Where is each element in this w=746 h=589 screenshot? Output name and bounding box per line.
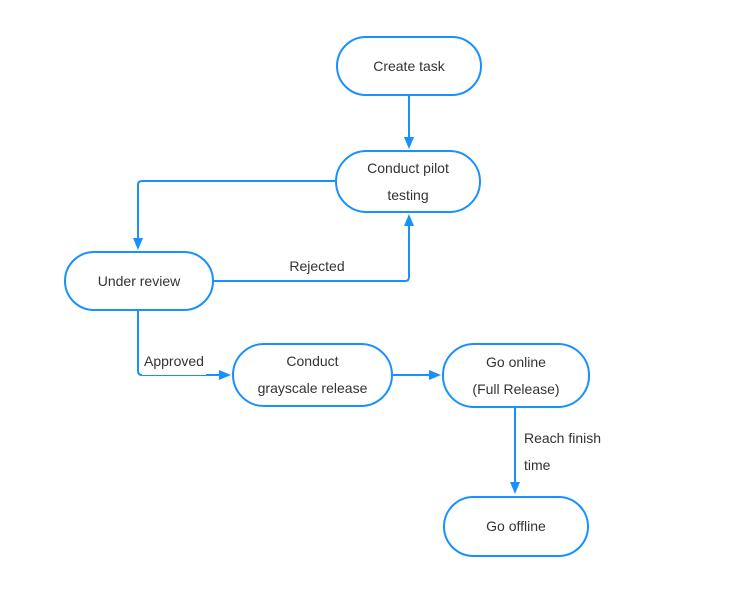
- edge-label-reach-finish-time: Reach finish time: [522, 425, 604, 479]
- edge-label-approved: Approved: [142, 348, 206, 375]
- node-go-online-full-release: Go online (Full Release): [442, 343, 590, 408]
- edge-pilot-to-under-review: [133, 180, 335, 250]
- node-conduct-pilot-testing: Conduct pilot testing: [335, 150, 481, 213]
- edge-label-rejected: Rejected: [272, 253, 362, 280]
- node-go-offline: Go offline: [443, 496, 589, 557]
- node-create-task: Create task: [336, 36, 482, 96]
- node-conduct-grayscale-release: Conduct grayscale release: [232, 343, 393, 407]
- node-under-review: Under review: [64, 251, 214, 311]
